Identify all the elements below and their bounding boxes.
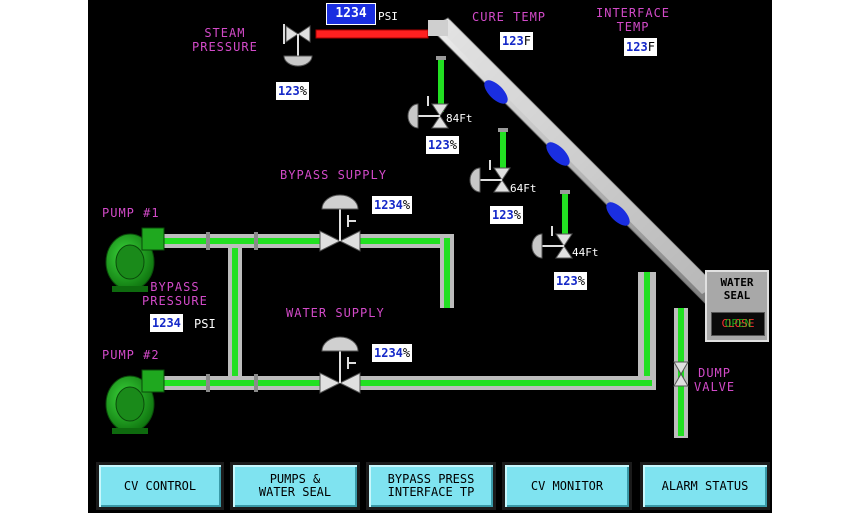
bypass-supply-pct-value: 1234 <box>374 198 403 212</box>
alarm-status-label: ALARM STATUS <box>661 478 749 493</box>
pump-1[interactable] <box>105 227 165 292</box>
cv3-level: 44Ft <box>572 246 599 259</box>
cure-temp-label: CURE TEMP <box>472 10 547 24</box>
cv1-pct-value: 123 <box>428 138 450 152</box>
dump-valve[interactable] <box>673 361 689 387</box>
tube-flange-2 <box>546 142 570 166</box>
steam-valve[interactable] <box>283 24 313 67</box>
cv1-pct-unit: % <box>449 138 457 152</box>
steam-psi-value: 1234 <box>335 6 367 21</box>
water-supply-label: WATER SUPPLY <box>286 306 385 320</box>
steam-psi-unit: PSI <box>378 10 398 23</box>
interface-temp-value: 123 <box>626 40 648 54</box>
bypass-pressure-unit: PSI <box>194 317 216 331</box>
dump-valve-label: DUMP VALVE <box>694 366 736 394</box>
water-supply-pct-value: 1234 <box>374 346 403 360</box>
steam-valve-pct-readout: 123% <box>276 82 309 100</box>
water-supply-pct-unit: % <box>402 346 411 360</box>
cv-monitor-button[interactable]: CV MONITOR <box>502 462 632 510</box>
bypass-supply-valve[interactable] <box>319 194 361 252</box>
cv3-pct-value: 123 <box>556 274 578 288</box>
cure-valve-1[interactable] <box>407 96 449 129</box>
water-seal-toggle[interactable]: CLOSE OPEN <box>711 312 765 336</box>
pumps-water-seal-button[interactable]: PUMPS & WATER SEAL <box>230 462 360 510</box>
water-supply-valve[interactable] <box>319 336 361 394</box>
water-seal-state: CLOSE <box>721 317 755 330</box>
cure-temp-value: 123 <box>502 34 524 48</box>
bypass-pressure-label: BYPASS PRESSURE <box>142 280 208 308</box>
pumps-water-seal-label: PUMPS & WATER SEAL <box>258 472 332 499</box>
hmi-screen: STEAM PRESSURE CURE TEMP INTERFACE TEMP … <box>88 0 772 513</box>
pump1-label: PUMP #1 <box>102 206 160 220</box>
steam-pressure-label: STEAM PRESSURE <box>192 26 258 54</box>
steam-valve-pct-value: 123 <box>278 84 300 98</box>
cv-control-label: CV CONTROL <box>123 478 197 493</box>
bypass-supply-pct-readout: 1234% <box>372 196 413 214</box>
cv2-level: 64Ft <box>510 182 537 195</box>
water-seal-overlay: OPEN <box>724 317 752 330</box>
bypass-press-button[interactable]: BYPASS PRESS INTERFACE TP <box>366 462 496 510</box>
cv3-pct-readout: 123% <box>554 272 587 290</box>
process-diagram <box>105 17 729 438</box>
cv2-pct-unit: % <box>513 208 521 222</box>
bypass-pressure-value: 1234 <box>152 316 181 330</box>
cure-temp-unit: F <box>523 34 531 48</box>
alarm-status-button[interactable]: ALARM STATUS <box>640 462 770 510</box>
interface-temp-unit: F <box>647 40 655 54</box>
water-seal-title: WATER SEAL <box>720 276 754 302</box>
cv-monitor-label: CV MONITOR <box>530 478 604 493</box>
cv2-pct-value: 123 <box>492 208 514 222</box>
pump2-label: PUMP #2 <box>102 348 160 362</box>
bypass-supply-pct-unit: % <box>402 198 411 212</box>
water-seal-panel: WATER SEAL CLOSE OPEN <box>705 270 769 342</box>
bypass-press-label: BYPASS PRESS INTERFACE TP <box>387 472 475 499</box>
nav-bar: CV CONTROL PUMPS & WATER SEAL BYPASS PRE… <box>88 456 772 513</box>
water-supply-pct-readout: 1234% <box>372 344 413 362</box>
cure-valve-2[interactable] <box>469 160 511 193</box>
interface-temp-readout: 123F <box>624 38 657 56</box>
tube-flange-3 <box>606 202 630 226</box>
cv-control-button[interactable]: CV CONTROL <box>96 462 224 510</box>
steam-psi-readout: 1234 <box>326 3 376 25</box>
interface-temp-label: INTERFACE TEMP <box>596 6 671 34</box>
cv2-pct-readout: 123% <box>490 206 523 224</box>
cure-temp-readout: 123F <box>500 32 533 50</box>
tube-flange-1 <box>484 80 508 104</box>
bypass-pressure-readout: 1234 <box>150 314 183 332</box>
steam-valve-pct-unit: % <box>299 84 307 98</box>
bypass-supply-label: BYPASS SUPPLY <box>280 168 387 182</box>
cv3-pct-unit: % <box>577 274 585 288</box>
cv1-level: 84Ft <box>446 112 473 125</box>
steam-line <box>315 29 429 39</box>
cv1-pct-readout: 123% <box>426 136 459 154</box>
cv-tube <box>428 17 729 309</box>
cure-valve-3[interactable] <box>531 226 573 259</box>
pump-2[interactable] <box>105 369 165 434</box>
